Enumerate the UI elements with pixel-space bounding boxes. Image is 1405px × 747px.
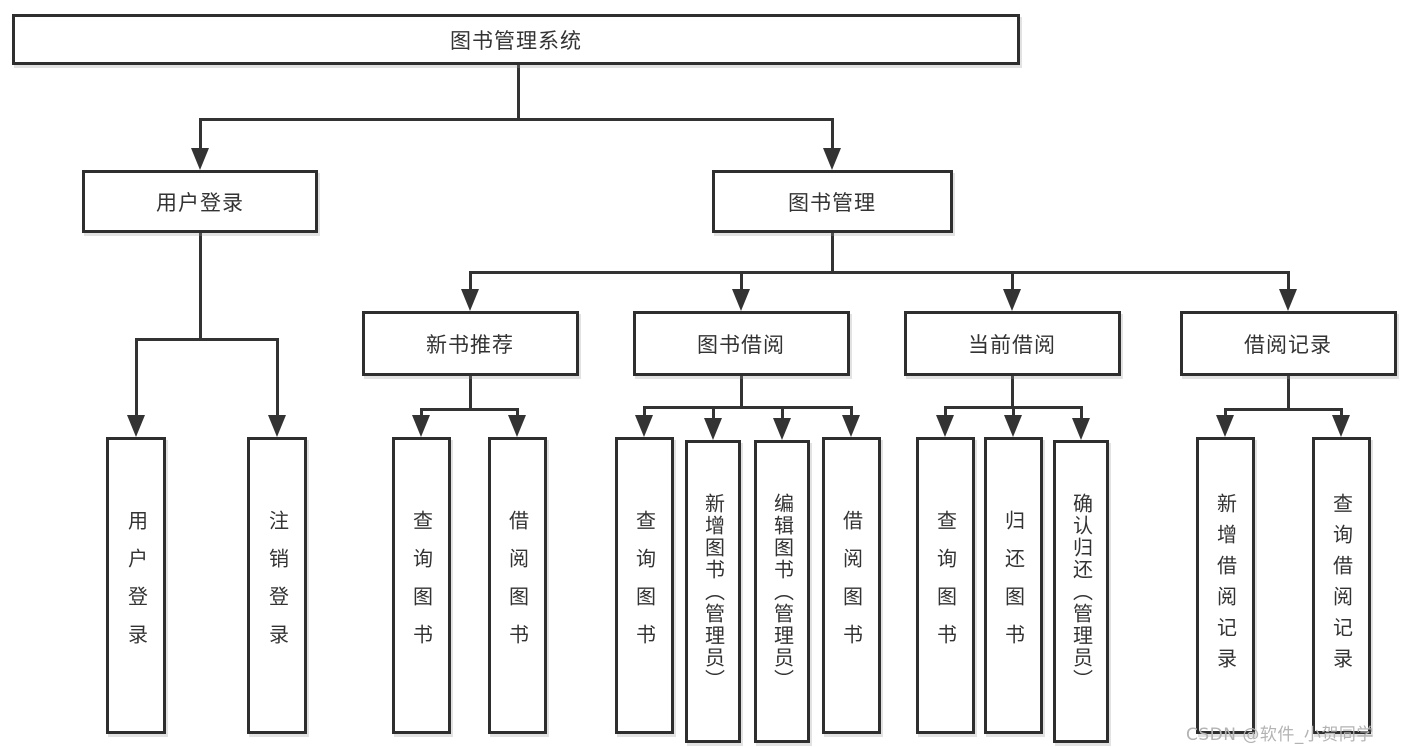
node-br-query-record: 查询借阅记录	[1311, 437, 1371, 734]
arrow-down-icon	[508, 415, 526, 437]
connector-drop-user-login	[275, 338, 279, 417]
node-new-book-recommend: 新书推荐	[361, 311, 579, 376]
arrow-down-icon	[842, 415, 860, 437]
node-library-system: 图书管理系统	[12, 14, 1020, 65]
connector-drop-borrowing-records	[1223, 408, 1227, 417]
node-nb-query-books: 查询图书	[391, 437, 451, 734]
node-bb-borrow-books: 借阅图书	[821, 437, 881, 734]
connector-drop-book-borrowing	[780, 406, 784, 420]
connector-drop-book-borrowing	[711, 406, 715, 420]
arrow-down-icon	[732, 289, 750, 311]
connector-drop-current-borrowing	[1079, 406, 1083, 420]
connector-bar-library-system	[198, 118, 834, 121]
connector-drop-book-management	[1286, 271, 1290, 291]
connector-drop-library-system	[830, 118, 834, 150]
node-label: 图书管理	[788, 190, 876, 215]
connector-bar-book-borrowing	[642, 406, 853, 409]
arrow-down-icon	[268, 415, 286, 437]
connector-drop-book-management	[739, 271, 743, 291]
node-label: 当前借阅	[968, 332, 1056, 357]
node-bb-edit-books: 编辑图书（管理员）	[754, 440, 810, 743]
node-bb-query-books: 查询图书	[614, 437, 674, 734]
node-label: 新增图书（管理员）	[701, 492, 726, 691]
connector-drop-library-system	[198, 118, 202, 150]
node-label: 归还图书	[1001, 509, 1026, 662]
arrow-down-icon	[1332, 415, 1350, 437]
connector-stem-new-book-recommend	[468, 376, 472, 411]
connector-bar-book-management	[468, 271, 1290, 274]
connector-stem-book-borrowing	[739, 376, 743, 409]
connector-drop-borrowing-records	[1339, 408, 1343, 417]
node-label: 图书管理系统	[450, 28, 582, 53]
node-label: 确认归还（管理员）	[1069, 492, 1094, 691]
node-label: 编辑图书（管理员）	[770, 492, 795, 691]
node-cb-return-books: 归还图书	[983, 437, 1043, 734]
connector-stem-book-management	[830, 233, 834, 274]
connector-drop-user-login	[134, 338, 138, 417]
node-nb-borrow-books: 借阅图书	[487, 437, 547, 734]
arrow-down-icon	[1003, 289, 1021, 311]
connector-drop-current-borrowing	[1011, 406, 1015, 417]
node-br-add-record: 新增借阅记录	[1195, 437, 1255, 734]
node-cb-confirm-return: 确认归还（管理员）	[1053, 440, 1109, 743]
arrow-down-icon	[823, 148, 841, 170]
arrow-down-icon	[1004, 415, 1022, 437]
node-leaf-user-login: 用户登录	[106, 437, 166, 734]
arrow-down-icon	[704, 418, 722, 440]
node-label: 查询借阅记录	[1329, 492, 1354, 679]
node-book-borrowing: 图书借阅	[632, 311, 850, 376]
arrow-down-icon	[191, 148, 209, 170]
watermark: CSDN @软件_小贺同学	[1186, 725, 1374, 745]
node-book-management: 图书管理	[711, 170, 953, 233]
connector-drop-book-borrowing	[642, 406, 646, 417]
arrow-down-icon	[127, 415, 145, 437]
node-label: 查询图书	[632, 509, 657, 662]
node-label: 查询图书	[409, 509, 434, 662]
node-label: 新增借阅记录	[1213, 492, 1238, 679]
node-cb-query-books: 查询图书	[915, 437, 975, 734]
node-borrowing-records: 借阅记录	[1179, 311, 1397, 376]
connector-drop-book-management	[468, 271, 472, 291]
node-leaf-logout: 注销登录	[247, 437, 307, 734]
arrow-down-icon	[635, 415, 653, 437]
connector-stem-current-borrowing	[1010, 376, 1014, 409]
node-label: 用户登录	[156, 190, 244, 215]
connector-stem-user-login	[198, 233, 202, 341]
arrow-down-icon	[773, 418, 791, 440]
node-bb-add-books: 新增图书（管理员）	[685, 440, 741, 743]
arrow-down-icon	[936, 415, 954, 437]
node-user-login: 用户登录	[82, 170, 318, 233]
connector-bar-user-login	[134, 338, 279, 341]
arrow-down-icon	[412, 415, 430, 437]
connector-stem-borrowing-records	[1286, 376, 1290, 411]
connector-drop-current-borrowing	[943, 406, 947, 417]
arrow-down-icon	[1072, 418, 1090, 440]
node-label: 图书借阅	[697, 332, 785, 357]
arrow-down-icon	[1279, 289, 1297, 311]
connector-stem-library-system	[516, 65, 520, 121]
node-label: 用户登录	[124, 509, 149, 662]
node-label: 借阅图书	[839, 509, 864, 662]
connector-drop-book-management	[1010, 271, 1014, 291]
node-label: 查询图书	[933, 509, 958, 662]
node-label: 借阅图书	[505, 509, 530, 662]
arrow-down-icon	[461, 289, 479, 311]
node-current-borrowing: 当前借阅	[903, 311, 1121, 376]
connector-bar-borrowing-records	[1223, 408, 1343, 411]
connector-drop-new-book-recommend	[419, 408, 423, 417]
arrow-down-icon	[1216, 415, 1234, 437]
connector-drop-book-borrowing	[849, 406, 853, 417]
connector-bar-new-book-recommend	[419, 408, 519, 411]
connector-drop-new-book-recommend	[515, 408, 519, 417]
node-label: 新书推荐	[426, 332, 514, 357]
node-label: 借阅记录	[1244, 332, 1332, 357]
node-label: 注销登录	[265, 509, 290, 662]
